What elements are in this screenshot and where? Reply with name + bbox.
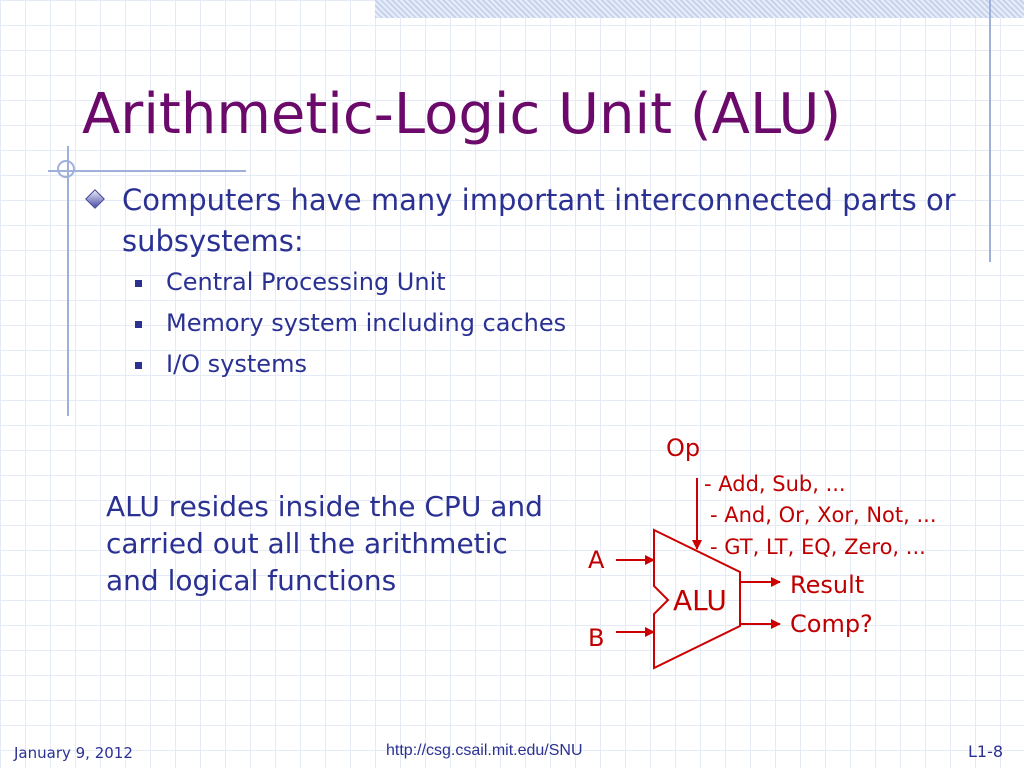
sub-bullet-text: I/O systems bbox=[166, 350, 307, 378]
left-decor-line bbox=[67, 146, 69, 416]
title-underline-decor bbox=[48, 170, 246, 172]
right-decor-line bbox=[989, 0, 991, 262]
footer-page-number: L1-8 bbox=[968, 742, 1004, 761]
sub-bullet-text: Memory system including caches bbox=[166, 309, 567, 337]
op-label: Op bbox=[666, 434, 701, 462]
result-label: Result bbox=[790, 571, 865, 599]
square-bullet-icon bbox=[135, 280, 142, 287]
op-line-arith: - Add, Sub, ... bbox=[704, 472, 846, 496]
top-decorative-band bbox=[375, 0, 1024, 18]
op-line-logic: - And, Or, Xor, Not, ... bbox=[710, 503, 937, 527]
footer-date: January 9, 2012 bbox=[14, 744, 133, 762]
alu-label: ALU bbox=[673, 584, 727, 617]
sub-bullet-text: Central Processing Unit bbox=[166, 268, 446, 296]
footer-url: http://csg.csail.mit.edu/SNU bbox=[386, 742, 583, 759]
comp-label: Comp? bbox=[790, 610, 873, 638]
square-bullet-icon bbox=[135, 362, 142, 369]
input-a-label: A bbox=[588, 546, 605, 574]
input-b-label: B bbox=[588, 624, 605, 652]
main-bullet-text: Computers have many important interconne… bbox=[122, 183, 956, 258]
alu-description: ALU resides inside the CPU and carried o… bbox=[106, 490, 543, 597]
square-bullet-icon bbox=[135, 321, 142, 328]
corner-circle-decor bbox=[57, 160, 75, 178]
slide-title: Arithmetic-Logic Unit (ALU) bbox=[82, 82, 842, 147]
op-line-compare: - GT, LT, EQ, Zero, ... bbox=[710, 535, 926, 559]
